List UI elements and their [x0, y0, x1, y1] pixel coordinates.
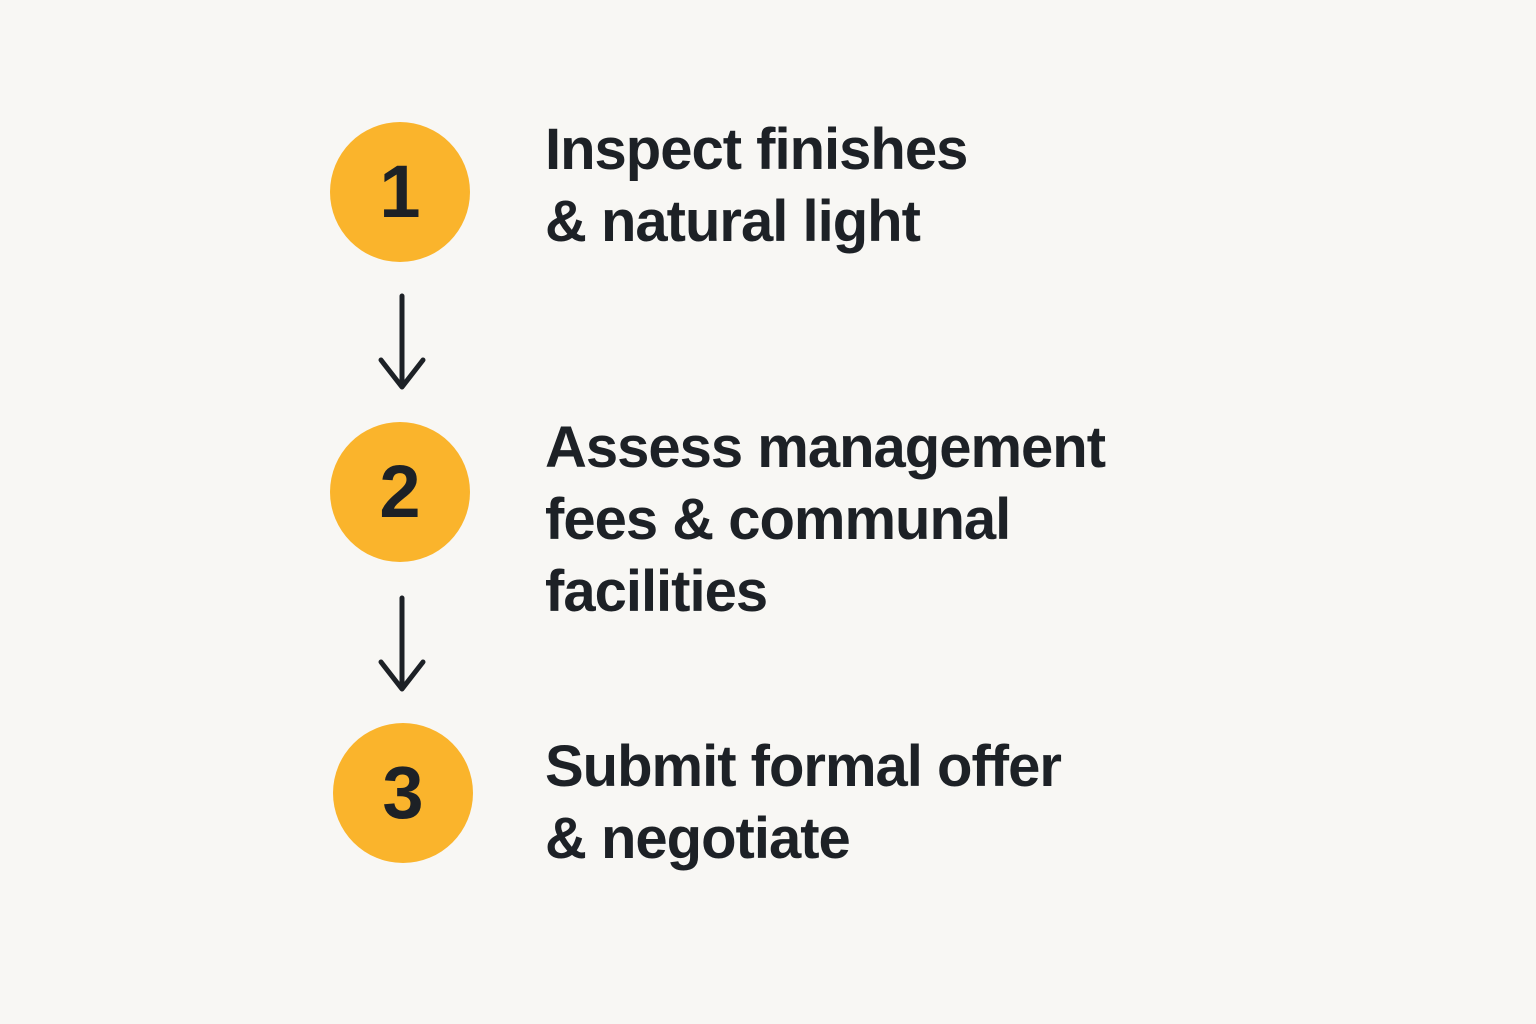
- step-2-label: Assess management fees & communal facili…: [545, 415, 1106, 624]
- step-1-number-badge: 1: [330, 122, 470, 262]
- step-2-number-badge: 2: [330, 422, 470, 562]
- step-1-label: Inspect finishes & natural light: [545, 117, 968, 254]
- down-arrow-icon: [372, 594, 432, 700]
- step-3-number-badge: 3: [333, 723, 473, 863]
- step-3-label: Submit formal offer & negotiate: [545, 734, 1062, 871]
- down-arrow-icon: [372, 292, 432, 398]
